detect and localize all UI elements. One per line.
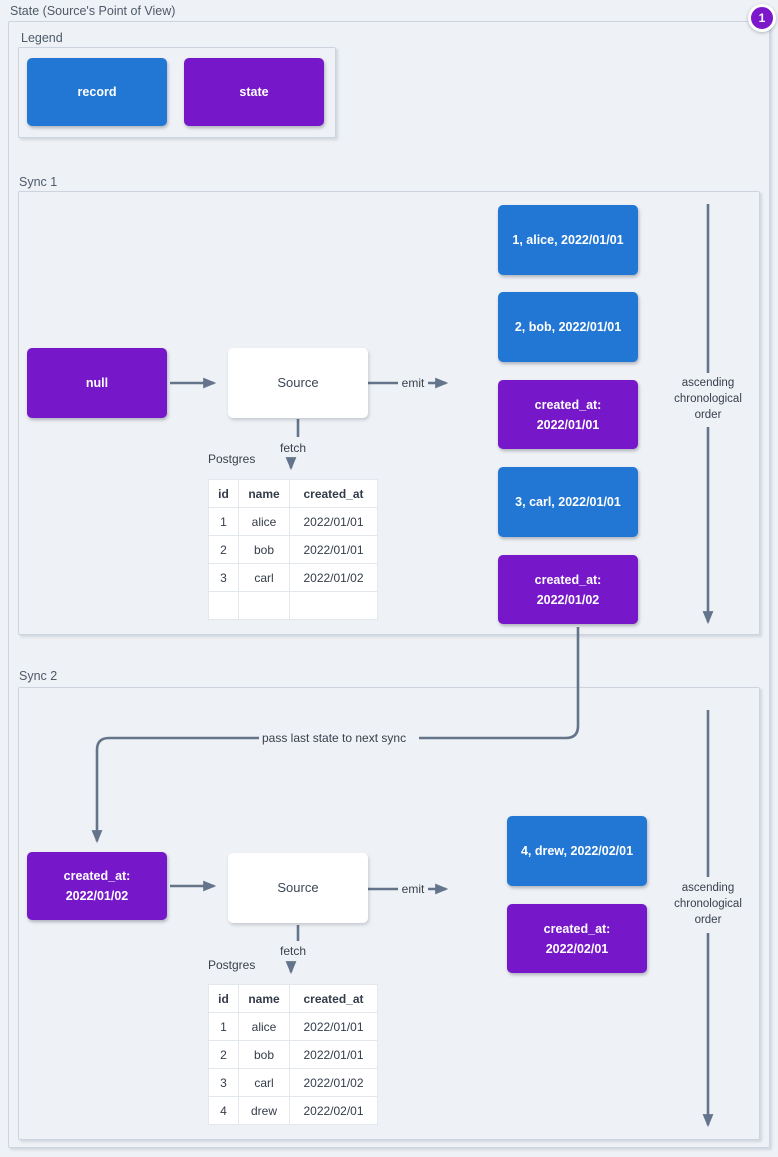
cell-id: 2 — [208, 535, 239, 564]
emitted-record-node: 1, alice, 2022/01/01 — [498, 205, 638, 275]
emitted-state-node: created_at: 2022/01/02 — [498, 555, 638, 624]
cell-created-at: 2022/01/01 — [289, 1040, 378, 1069]
cell-name: bob — [238, 535, 290, 564]
cell-id — [208, 591, 239, 620]
cell-created-at — [289, 591, 378, 620]
legend-state-box: state — [184, 58, 324, 126]
table-row: 2 bob 2022/01/01 — [208, 535, 378, 564]
legend-panel — [18, 47, 336, 138]
cell-id: 4 — [208, 1096, 239, 1125]
sync1-postgres-label: Postgres — [208, 452, 256, 466]
sync2-label: Sync 2 — [19, 669, 58, 683]
sync1-postgres-table: id name created_at 1 alice 2022/01/01 2 … — [208, 479, 378, 620]
pass-state-label: pass last state to next sync — [262, 731, 407, 745]
table-row: 3 carl 2022/01/02 — [208, 1068, 378, 1097]
legend-label: Legend — [21, 31, 63, 45]
cell-created-at: 2022/01/01 — [289, 507, 378, 536]
sync1-panel — [18, 191, 760, 635]
col-header-created-at: created_at — [289, 984, 378, 1013]
table-row: 4 drew 2022/02/01 — [208, 1096, 378, 1125]
cell-name: alice — [238, 1012, 290, 1041]
table-header-row: id name created_at — [208, 479, 378, 508]
emitted-record-node: 3, carl, 2022/01/01 — [498, 467, 638, 537]
step-badge: 1 — [748, 4, 776, 32]
sync1-fetch-label: fetch — [279, 441, 307, 455]
emitted-record-node: 4, drew, 2022/02/01 — [507, 816, 647, 886]
sync1-order-label: ascending chronological order — [674, 377, 742, 422]
sync2-emit-label: emit — [401, 882, 425, 896]
table-header-row: id name created_at — [208, 984, 378, 1013]
sync2-source-node: Source — [228, 853, 368, 923]
sync2-postgres-table: id name created_at 1 alice 2022/01/01 2 … — [208, 984, 378, 1125]
cell-id: 3 — [208, 1068, 239, 1097]
sync1-label: Sync 1 — [19, 175, 58, 189]
cell-name: carl — [238, 563, 290, 592]
cell-name: bob — [238, 1040, 290, 1069]
sync1-emit-label: emit — [401, 376, 425, 390]
col-header-name: name — [238, 984, 290, 1013]
cell-created-at: 2022/01/02 — [289, 1068, 378, 1097]
cell-created-at: 2022/01/01 — [289, 1012, 378, 1041]
col-header-id: id — [208, 984, 239, 1013]
sync1-input-state-node: null — [27, 348, 167, 418]
cell-name: carl — [238, 1068, 290, 1097]
emitted-state-node: created_at: 2022/02/01 — [507, 904, 647, 973]
page-title: State (Source's Point of View) — [10, 4, 176, 18]
sync2-postgres-label: Postgres — [208, 958, 256, 972]
col-header-name: name — [238, 479, 290, 508]
sync2-fetch-label: fetch — [279, 944, 307, 958]
col-header-created-at: created_at — [289, 479, 378, 508]
emitted-record-node: 2, bob, 2022/01/01 — [498, 292, 638, 362]
sync2-input-state-node: created_at: 2022/01/02 — [27, 852, 167, 920]
cell-name — [238, 591, 290, 620]
cell-name: drew — [238, 1096, 290, 1125]
cell-id: 2 — [208, 1040, 239, 1069]
cell-id: 3 — [208, 563, 239, 592]
outer-panel — [8, 21, 770, 1148]
col-header-id: id — [208, 479, 239, 508]
cell-id: 1 — [208, 1012, 239, 1041]
table-row-empty — [208, 591, 378, 620]
sync2-panel — [18, 687, 760, 1140]
cell-name: alice — [238, 507, 290, 536]
sync1-source-node: Source — [228, 348, 368, 418]
table-row: 2 bob 2022/01/01 — [208, 1040, 378, 1069]
cell-id: 1 — [208, 507, 239, 536]
emitted-state-node: created_at: 2022/01/01 — [498, 380, 638, 449]
table-row: 1 alice 2022/01/01 — [208, 1012, 378, 1041]
cell-created-at: 2022/02/01 — [289, 1096, 378, 1125]
table-row: 1 alice 2022/01/01 — [208, 507, 378, 536]
cell-created-at: 2022/01/02 — [289, 563, 378, 592]
table-row: 3 carl 2022/01/02 — [208, 563, 378, 592]
sync2-order-label: ascending chronological order — [674, 882, 742, 927]
legend-record-box: record — [27, 58, 167, 126]
cell-created-at: 2022/01/01 — [289, 535, 378, 564]
